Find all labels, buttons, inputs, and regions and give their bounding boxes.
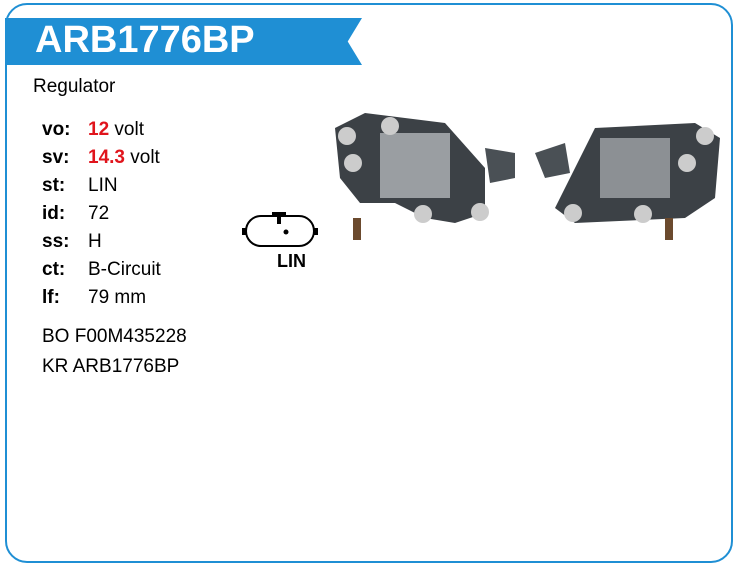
spec-unit: volt (130, 147, 160, 168)
spec-value: H (88, 231, 102, 252)
connector-diagram-icon (242, 212, 318, 247)
reference-item: KR ARB1776BP (42, 356, 180, 377)
spec-row-vo: vo: 12 volt (42, 116, 161, 144)
spec-value: 14.3 (88, 147, 125, 168)
spec-key: id: (42, 203, 66, 224)
spec-value: 72 (88, 203, 110, 224)
spec-key: ct: (42, 259, 66, 280)
spec-key: st: (42, 175, 66, 196)
regulator-photo-back (535, 123, 720, 240)
spec-row-id: id: 72 (42, 200, 161, 228)
spec-list: vo: 12 volt sv: 14.3 volt st: LIN id: 72 ss:… (42, 116, 161, 312)
spec-key: sv: (42, 147, 70, 168)
spec-unit: volt (114, 119, 144, 140)
product-card (5, 3, 733, 563)
reference-item: BO F00M435228 (42, 326, 187, 347)
reference-list: BO F00M435228 KR ARB1776BP (42, 322, 187, 382)
spec-row-st: st: LIN (42, 172, 161, 200)
spec-value: 79 mm (88, 287, 147, 308)
spec-key: ss: (42, 231, 70, 252)
spec-row-ss: ss: H (42, 228, 161, 256)
spec-row-ct: ct: B-Circuit (42, 256, 161, 284)
connector-label: LIN (277, 251, 306, 271)
spec-key: vo: (42, 119, 71, 140)
title-banner (5, 18, 362, 65)
product-title: ARB1776BP (35, 19, 255, 61)
product-type: Regulator (33, 76, 116, 97)
regulator-photo-front (335, 113, 515, 240)
spec-row-sv: sv: 14.3 volt (42, 144, 161, 172)
spec-value: LIN (88, 175, 118, 196)
spec-value: 12 (88, 119, 110, 140)
spec-value: B-Circuit (88, 259, 161, 280)
spec-key: lf: (42, 287, 60, 308)
spec-row-lf: lf: 79 mm (42, 284, 161, 312)
